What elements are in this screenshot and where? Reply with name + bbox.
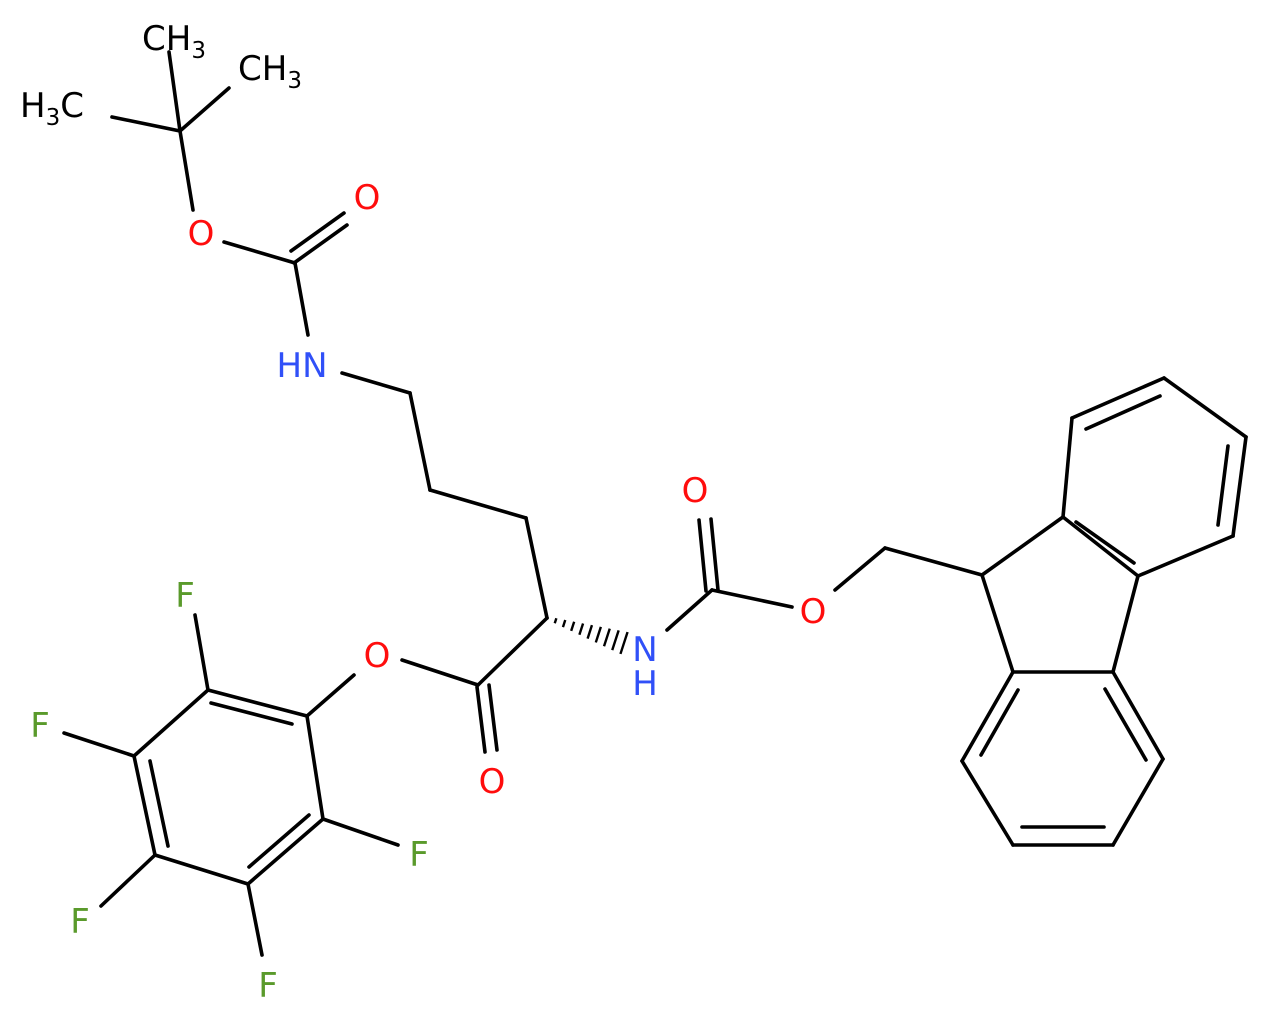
bond-f-lowleft xyxy=(99,853,157,908)
atom-label-f-lowleft: F xyxy=(70,902,90,942)
atom-label-f-left: F xyxy=(30,706,50,746)
atom-label-n-boc: HN xyxy=(277,346,328,386)
atom-label-o-boc-carbonyl: O xyxy=(354,178,381,218)
bond-pf-in-2 xyxy=(148,759,170,848)
ch3-right-sub: 3 xyxy=(287,68,302,94)
h3c-left-sub: 3 xyxy=(46,105,61,131)
atom-label-o-fmoc-ether: O xyxy=(800,592,827,632)
atom-label-o-fmoc-carbonyl: O xyxy=(682,471,709,511)
bond-tbu-ch3top xyxy=(167,50,182,133)
bond-pf-in-1 xyxy=(209,701,294,726)
hashed-wedge-bond-segment xyxy=(602,628,611,647)
atom-label-h3c-left: H3C xyxy=(20,86,84,131)
hashed-wedge-bond-segment xyxy=(545,616,549,620)
hashed-wedge-bond-segment xyxy=(578,623,585,636)
bond-c9-ar2 xyxy=(980,573,1015,674)
hashed-wedge-bond-segment xyxy=(553,617,558,624)
atom-label-o-ester: O xyxy=(364,636,391,676)
bond-oest-cring xyxy=(305,673,356,718)
bond-pf-3 xyxy=(132,754,157,857)
bond-c-o-dbl-a xyxy=(697,518,708,593)
atom-label-f-right: F xyxy=(409,835,429,875)
h3c-left-pre: H xyxy=(20,86,46,126)
hashed-wedge-bond-segment xyxy=(594,626,602,643)
atom-label-o-ester-carbonyl: O xyxy=(479,762,506,802)
hashed-wedge-bond-segment xyxy=(619,631,629,655)
bond-tbu-o xyxy=(178,129,195,212)
bond-ar1-ar2 xyxy=(1061,515,1140,578)
bond-boc-c-o-dbl-b xyxy=(289,211,346,253)
bond-r2-inner-c xyxy=(979,688,1020,757)
bond-boc-c-n xyxy=(293,261,310,337)
bond-pf-in-3 xyxy=(247,813,311,869)
bond-pf-5 xyxy=(246,817,325,886)
bond-n-c1 xyxy=(340,371,412,395)
atom-label-ch3-right: CH3 xyxy=(238,49,302,94)
atom-label-f-bottom: F xyxy=(258,966,278,1006)
bond-pf-4 xyxy=(153,853,250,886)
bond-cester-oest xyxy=(400,658,480,687)
atom-label-n-fmoc: N xyxy=(632,630,657,670)
hashed-wedge-bond-segment xyxy=(586,624,594,639)
bond-c2-c3 xyxy=(428,488,528,520)
hashed-wedge-bond-segment xyxy=(611,629,620,651)
ch3-right-text: CH xyxy=(238,49,287,89)
hashed-wedge-bond-segment xyxy=(561,619,567,628)
atom-label-f-top: F xyxy=(175,576,195,616)
bond-f-right xyxy=(321,817,400,847)
bond-ar2-ar3 xyxy=(1111,574,1140,674)
atom-label-o-boc-ether: O xyxy=(188,214,215,254)
bond-c-oeth xyxy=(710,588,794,609)
bond-ca-cester xyxy=(476,616,549,687)
hashed-wedge-bond-segment xyxy=(570,621,576,632)
bond-nfmoc-c xyxy=(665,588,714,632)
bond-r1-c xyxy=(1162,376,1248,439)
bond-boc-c-o-dbl-a xyxy=(292,223,349,265)
bond-tbu-ch3right xyxy=(178,86,231,133)
bond-boc-o-c xyxy=(222,240,297,265)
bond-cester-o-dbl-a xyxy=(475,685,487,754)
bond-f-left xyxy=(62,731,136,758)
atom-label-ch3-top: CH3 xyxy=(142,19,206,64)
bond-r1-d xyxy=(1231,435,1248,538)
h3c-left-text: C xyxy=(60,86,84,126)
bond-layer xyxy=(62,50,1248,957)
bond-r2-d xyxy=(1111,757,1165,847)
bond-r1-a xyxy=(1061,416,1074,519)
bond-r1-b xyxy=(1070,376,1166,420)
bond-r2-a xyxy=(960,670,1015,763)
bond-r1-inner-a xyxy=(1084,394,1162,431)
bond-r2-e xyxy=(1111,670,1165,761)
bond-tbu-h3c xyxy=(110,115,182,133)
bond-pf-6 xyxy=(305,714,325,821)
ch3-top-text: CH xyxy=(142,19,191,59)
atom-label-n-fmoc-h: H xyxy=(632,664,658,704)
bond-c-o-dbl-b xyxy=(709,517,720,592)
bond-c3-ca xyxy=(524,516,549,620)
bond-r1-inner-c xyxy=(1074,520,1136,565)
bond-cester-o-dbl-b xyxy=(487,683,499,752)
bond-r2-b xyxy=(960,759,1015,847)
bond-pf-2 xyxy=(132,688,210,758)
bond-c9-ar1 xyxy=(980,515,1065,577)
bond-f-top xyxy=(193,613,210,692)
bond-c1-c2 xyxy=(408,391,432,492)
bond-oeth-ch2 xyxy=(833,546,887,592)
bond-pf-1 xyxy=(206,688,309,718)
bond-ch2-c9 xyxy=(883,546,984,577)
bond-r1-e xyxy=(1136,534,1235,578)
bond-f-bottom xyxy=(246,882,264,957)
ch3-top-sub: 3 xyxy=(191,38,206,64)
atom-label-layer: CH3 CH3 H3C O O HN O O N H O O F F F F F xyxy=(20,19,826,1006)
bond-r1-inner-b xyxy=(1216,444,1230,527)
bond-r2-inner-b xyxy=(1103,687,1148,762)
